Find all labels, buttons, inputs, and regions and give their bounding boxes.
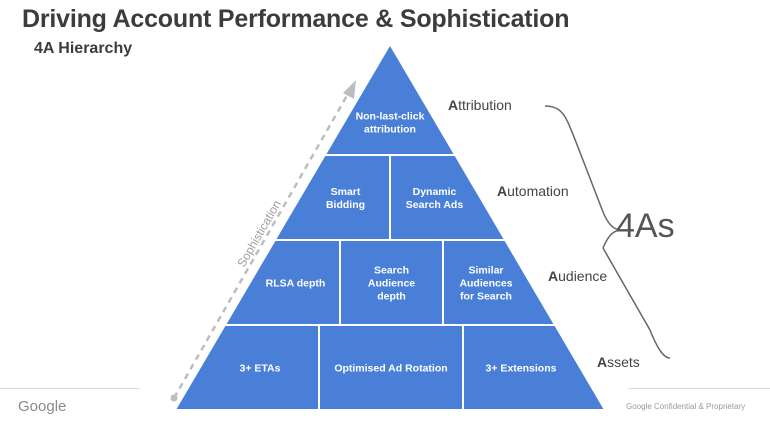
slide-subtitle: 4A Hierarchy xyxy=(34,40,133,57)
sophistication-arrow-start xyxy=(170,394,178,402)
pyramid-cell-shape xyxy=(176,326,318,409)
pyramid-cell-3-etas: 3+ ETAs xyxy=(176,326,318,409)
pyramid-cell-label: Non-last-click xyxy=(356,110,425,122)
pyramid-cell-shape xyxy=(341,241,442,324)
curly-brace xyxy=(544,105,671,359)
tier-label-attribution: Attribution xyxy=(448,97,512,113)
tier-label-automation: Automation xyxy=(497,183,569,199)
pyramid-cell-3-extensions: 3+ Extensions xyxy=(464,326,604,409)
brace-label: 4As xyxy=(616,207,675,245)
tier-label-assets: Assets xyxy=(597,354,640,370)
pyramid-cell-shape xyxy=(326,46,454,154)
tier-label-audience: Audience xyxy=(548,268,607,284)
pyramid-cell-label: Similar xyxy=(468,264,503,276)
pyramid-cell-label: attribution xyxy=(364,123,416,135)
pyramid-cell-label: Smart xyxy=(331,186,361,198)
pyramid-cell-label: Search Ads xyxy=(406,199,464,211)
pyramid-cell-label: depth xyxy=(377,290,406,302)
pyramid-cell-label: Search xyxy=(374,264,409,276)
pyramid-cell-label: Audience xyxy=(368,277,415,289)
pyramid-cell-label: Audiences xyxy=(459,277,512,289)
pyramid-cell-label: 3+ ETAs xyxy=(240,362,281,374)
pyramid-cell-label: for Search xyxy=(460,290,512,302)
pyramid-cell-optimised-ad-rotation: Optimised Ad Rotation xyxy=(320,326,462,409)
pyramid-cell-shape xyxy=(391,156,504,239)
pyramid-cell-shape xyxy=(320,326,462,409)
confidential-notice: Google Confidential & Proprietary xyxy=(626,402,746,411)
pyramid-cell-shape xyxy=(464,326,604,409)
pyramid-cell-rlsa-depth: RLSA depth xyxy=(226,241,339,324)
pyramid-cell-label: Optimised Ad Rotation xyxy=(334,362,447,374)
footer-divider-right xyxy=(628,388,770,389)
slide-title: Driving Account Performance & Sophistica… xyxy=(22,5,570,33)
google-logo: Google xyxy=(18,398,67,415)
pyramid-cell-shape xyxy=(276,156,389,239)
pyramid-cell-shape xyxy=(444,241,554,324)
pyramid-cell-label: 3+ Extensions xyxy=(486,362,557,374)
footer-divider-left xyxy=(0,388,140,389)
sophistication-arrow xyxy=(170,80,356,402)
sophistication-arrow-head xyxy=(343,80,356,99)
sophistication-arrow-line xyxy=(172,91,351,399)
pyramid-cell-shape xyxy=(226,241,339,324)
pyramid-cell-label: Dynamic xyxy=(413,186,457,198)
pyramid-cell-label: Bidding xyxy=(326,199,365,211)
pyramid-cell-label: RLSA depth xyxy=(266,277,326,289)
